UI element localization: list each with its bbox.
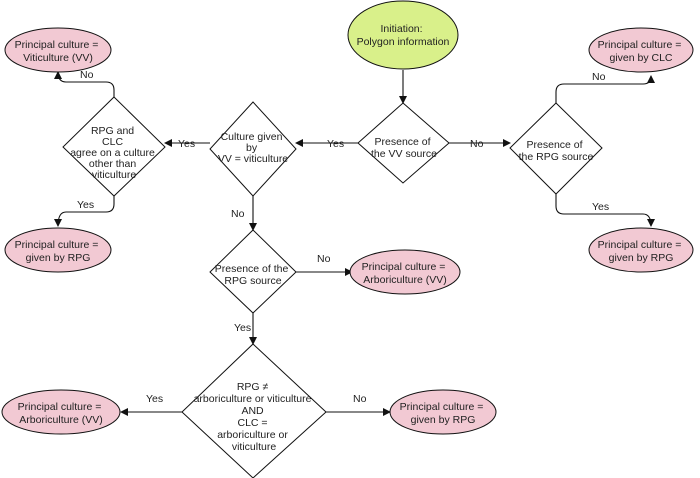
edge-label-rpgmid-no: No (317, 253, 331, 265)
result-clc-right (588, 27, 694, 73)
decision-rpg-clc-agree-text: RPG and CLC agree on a culture other tha… (70, 125, 158, 181)
result-clc-right-text: Principal culture = given by CLC (598, 39, 685, 64)
edge-label-culture-no: No (231, 208, 245, 220)
decision-rpg-clc-condition-text: RPG ≠ arboriculture or viticulture AND C… (194, 381, 315, 453)
result-rpg-bottom-text: Principal culture = given by RPG (400, 401, 487, 426)
edge-rpgright-yes (555, 194, 655, 227)
edge-rpgright-no (555, 75, 655, 103)
edge-label-vv-no: No (470, 138, 484, 150)
decision-vv-source-text: Presence of the VV source (371, 136, 437, 160)
result-arbo-bottom (1, 389, 121, 435)
edge-agree-no (54, 71, 115, 97)
decision-rpg-clc-condition (181, 343, 327, 478)
edge-label-rpgright-no: No (592, 71, 606, 83)
start-node-text: Initiation: Polygon information (357, 23, 450, 48)
decision-rpg-source-right (509, 102, 603, 195)
edge-label-agree-no: No (80, 69, 94, 81)
decision-culture-vv (209, 101, 297, 197)
result-arbo-mid-text: Principal culture = Arboriculture (VV) (362, 261, 449, 286)
edge-label-cond-yes: Yes (146, 393, 163, 405)
result-viticulture-text: Principal culture = Viticulture (VV) (15, 39, 102, 64)
edge-label-vv-yes: Yes (327, 138, 344, 150)
result-rpg-right (588, 227, 694, 273)
edge-label-rpgright-yes: Yes (592, 201, 609, 213)
result-rpg-left (4, 227, 112, 273)
result-viticulture (4, 27, 112, 73)
edge-agree-yes (54, 196, 115, 227)
result-rpg-bottom (389, 389, 497, 435)
result-rpg-left-text: Principal culture = given by RPG (15, 239, 102, 264)
decision-vv-source (357, 102, 450, 184)
result-arbo-bottom-text: Principal culture = Arboriculture (VV) (18, 401, 105, 426)
edge-label-rpgmid-yes: Yes (234, 322, 251, 334)
decision-rpg-source-mid (209, 229, 297, 314)
edge-label-agree-yes: Yes (77, 199, 94, 211)
result-arbo-mid (349, 249, 461, 295)
edge-label-cond-no: No (353, 393, 367, 405)
edge-label-culture-yes: Yes (178, 138, 195, 150)
decision-rpg-clc-agree (62, 96, 166, 197)
decision-culture-vv-text: Culture given by VV = viticulture (218, 131, 288, 165)
result-rpg-right-text: Principal culture = given by RPG (598, 239, 685, 264)
decision-rpg-source-mid-text: Presence of the RPG source (215, 263, 291, 287)
start-node (347, 0, 459, 70)
decision-rpg-source-right-text: Presence of the RPG source (519, 139, 594, 163)
